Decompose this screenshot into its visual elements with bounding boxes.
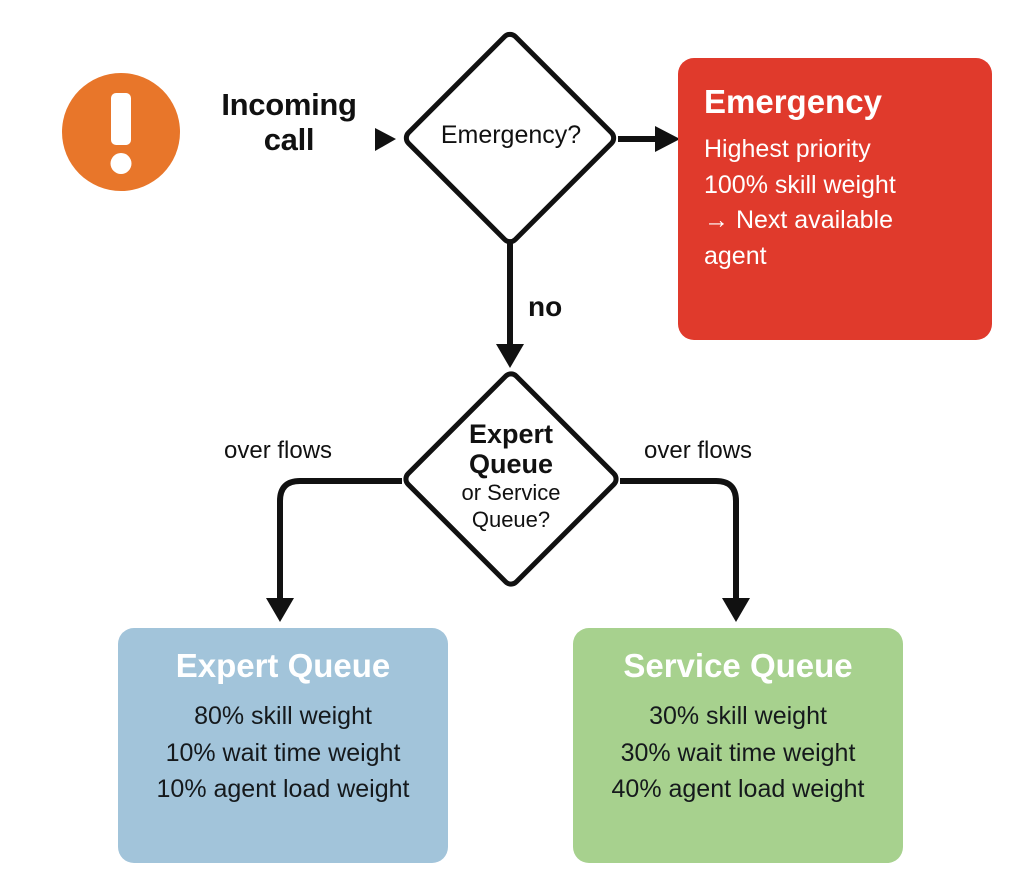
- card-emergency-title: Emergency: [704, 83, 882, 120]
- card-line: 40% agent load weight: [611, 775, 865, 804]
- arrowhead-emergency-no: [496, 344, 524, 368]
- incoming-call-label: Incoming call: [190, 87, 388, 157]
- arrowhead-overflow-right: [722, 598, 750, 622]
- arrowhead-emergency-yes: [655, 126, 680, 152]
- card-line: 10% agent load weight: [156, 775, 410, 804]
- card-service-queue: Service Queue 30% skill weight 30% wait t…: [573, 628, 903, 863]
- exclamation-bar-icon: [111, 93, 131, 145]
- card-line: agent: [704, 241, 767, 270]
- edge-overflow-left: [277, 478, 402, 604]
- edge-label-no: no: [528, 291, 563, 322]
- decision-queue-choice-label: Expert Queue or Service Queue?: [410, 419, 612, 533]
- card-line: 80% skill weight: [194, 702, 372, 731]
- card-service-queue-title: Service Queue: [623, 647, 853, 684]
- card-expert-queue: Expert Queue 80% skill weight 10% wait ti…: [118, 628, 448, 863]
- arrowhead-overflow-left: [266, 598, 294, 622]
- card-service-queue-lines: 30% skill weight 30% wait time weight 40% …: [585, 698, 891, 808]
- exclamation-circle-icon: [62, 73, 180, 191]
- decision-queue-line-1: Expert: [468, 419, 554, 449]
- edge-label-overflow-right: over flows: [644, 437, 753, 464]
- incoming-call-line-1: Incoming: [221, 87, 357, 122]
- decision-emergency-label: Emergency?: [440, 121, 582, 149]
- card-emergency: Emergency Highest priority 100% skill wei…: [678, 58, 992, 340]
- card-line: → Next available: [704, 206, 893, 235]
- decision-queue-line-4: Queue?: [471, 507, 551, 532]
- card-line: 10% wait time weight: [165, 738, 401, 767]
- card-line: 30% wait time weight: [620, 738, 856, 767]
- edge-label-overflow-left: over flows: [224, 437, 333, 464]
- incoming-call-line-2: call: [263, 121, 315, 157]
- decision-queue-line-2: Queue: [468, 448, 554, 479]
- card-expert-queue-lines: 80% skill weight 10% wait time weight 10% …: [130, 698, 436, 808]
- card-line: 30% skill weight: [649, 702, 827, 731]
- card-line: 100% skill weight: [704, 170, 896, 199]
- edge-overflow-right: [620, 478, 739, 604]
- card-emergency-lines: Highest priority 100% skill weight → Next …: [704, 132, 968, 274]
- decision-queue-line-3: or Service: [461, 480, 561, 506]
- card-line: Highest priority: [704, 135, 871, 164]
- exclamation-dot-icon: [110, 153, 132, 174]
- card-expert-queue-title: Expert Queue: [175, 647, 391, 684]
